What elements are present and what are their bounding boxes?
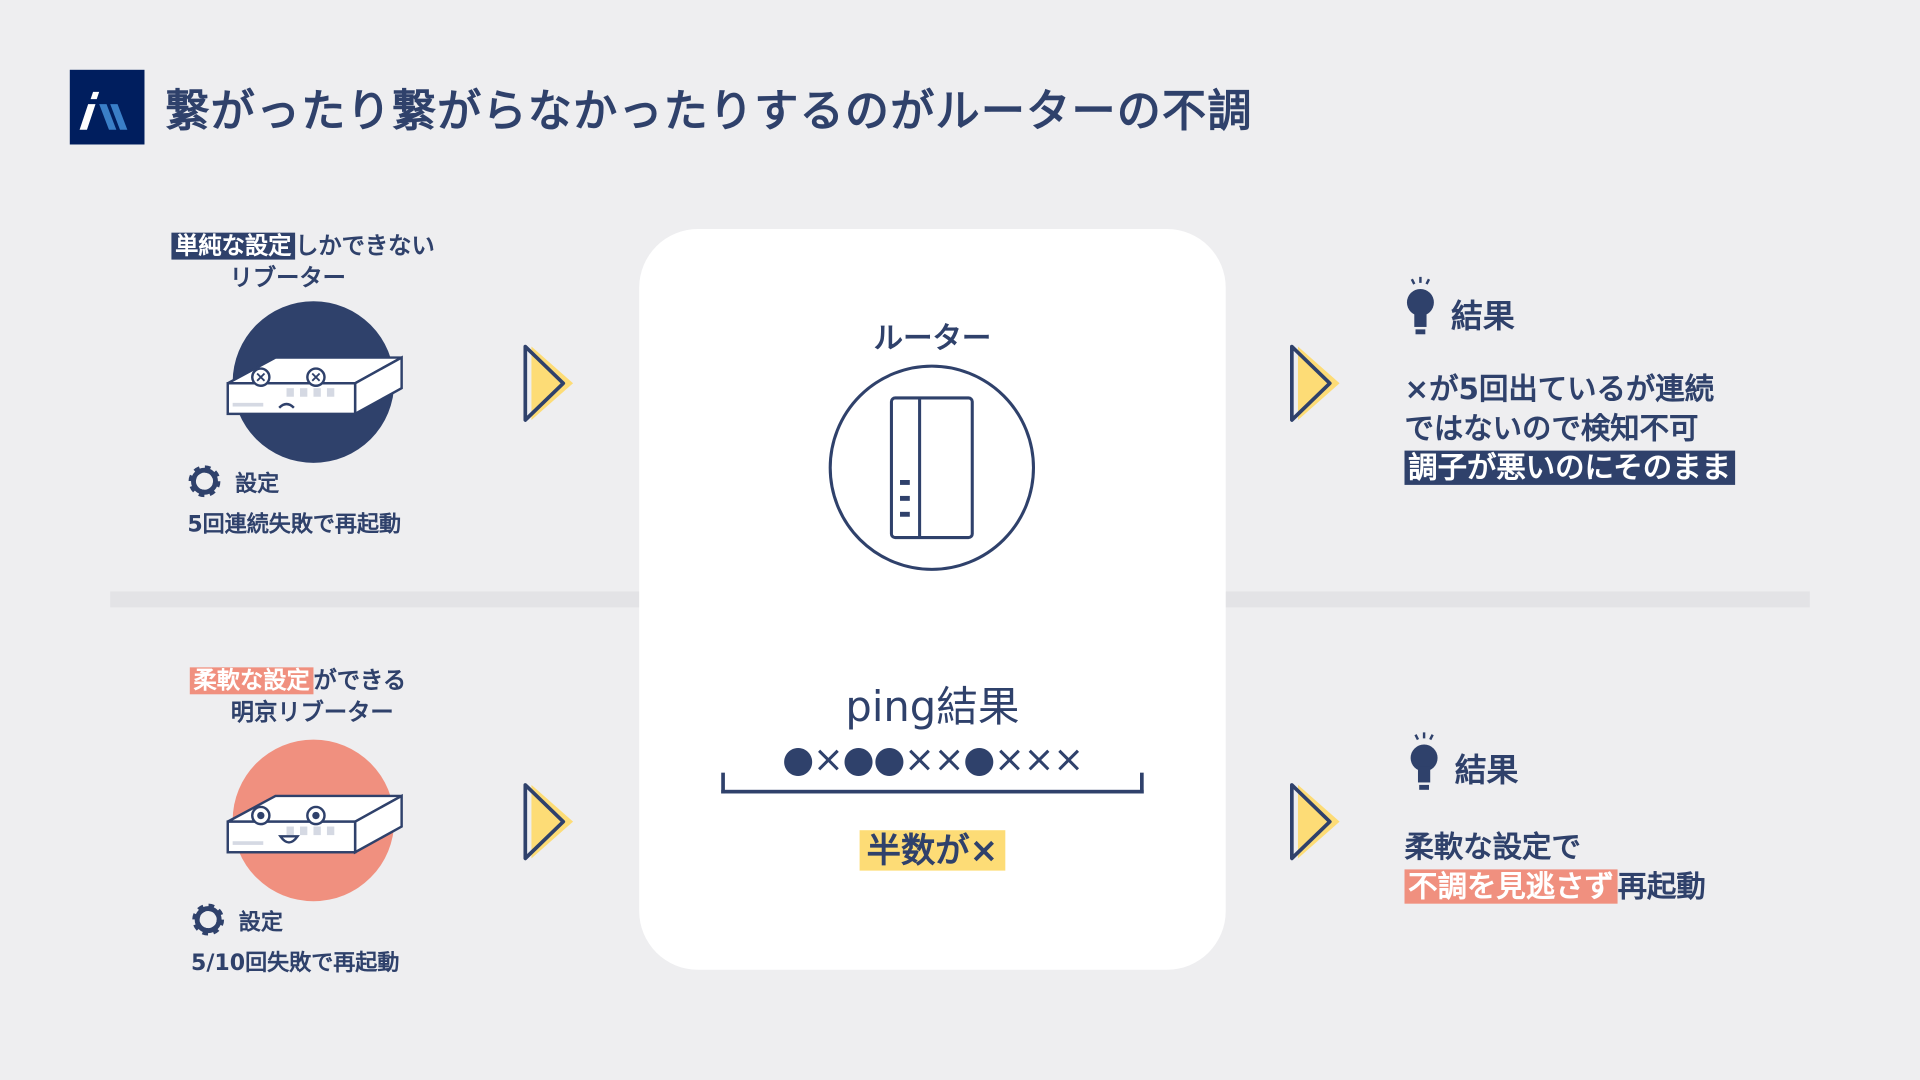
ping-summary: 半数が× [859, 830, 1006, 871]
top-result-label: 結果 [1451, 298, 1515, 336]
top-label-rest: しかできない [295, 232, 435, 260]
bottom-label-line2: 明京リブーター [230, 699, 394, 727]
gear-icon [192, 903, 225, 936]
top-result-line1: ×が5回出ているが連続 [1404, 372, 1715, 407]
top-label-highlight: 単純な設定 [171, 233, 296, 260]
gear-icon [188, 465, 221, 498]
bottom-settings-label: 設定 [238, 909, 283, 936]
ping-sequence: ●×●●××●××× [782, 738, 1084, 782]
top-settings-value: 5回連続失敗で再起動 [187, 511, 402, 538]
router-label: ルーター [873, 320, 992, 356]
ping-bracket [721, 772, 1144, 794]
top-device-label: 単純な設定しかできない リブーター [171, 230, 465, 294]
page-title: 繋がったり繋がらなかったりするのがルーターの不調 [165, 86, 1253, 138]
bottom-result-rest: 再起動 [1617, 869, 1706, 904]
bottom-device-label: 柔軟な設定ができる 明京リブーター [189, 665, 447, 729]
top-settings-label: 設定 [235, 471, 280, 498]
bottom-result-highlight: 不調を見逃さず [1404, 869, 1618, 904]
top-result-line3: 調子が悪いのにそのまま [1404, 451, 1735, 485]
bottom-settings-value: 5/10回失敗で再起動 [191, 950, 400, 976]
brand-logo [69, 69, 145, 145]
router-icon [828, 364, 1036, 571]
happy-rebooter-icon [226, 739, 403, 902]
bottom-label-highlight: 柔軟な設定 [189, 667, 314, 695]
arrow-right-icon [1290, 344, 1340, 422]
lightbulb-icon [1406, 276, 1434, 335]
top-result-text: ×が5回出ているが連続 ではないので検知不可 調子が悪いのにそのまま [1404, 370, 1735, 488]
lightbulb-icon [1410, 732, 1438, 790]
top-result-line2: ではないので検知不可 [1404, 411, 1699, 446]
bottom-result-label: 結果 [1454, 753, 1519, 790]
top-label-line2: リブーター [229, 264, 346, 292]
arrow-right-icon [523, 344, 574, 422]
sad-rebooter-icon [226, 301, 403, 463]
bottom-result-text: 柔軟な設定で 不調を見逃さず再起動 [1404, 828, 1706, 906]
ping-label: ping結果 [845, 683, 1020, 733]
bottom-result-line1: 柔軟な設定で [1404, 830, 1581, 865]
bottom-label-rest: ができる [313, 667, 407, 695]
arrow-right-icon [1290, 783, 1340, 861]
arrow-right-icon [523, 783, 574, 861]
